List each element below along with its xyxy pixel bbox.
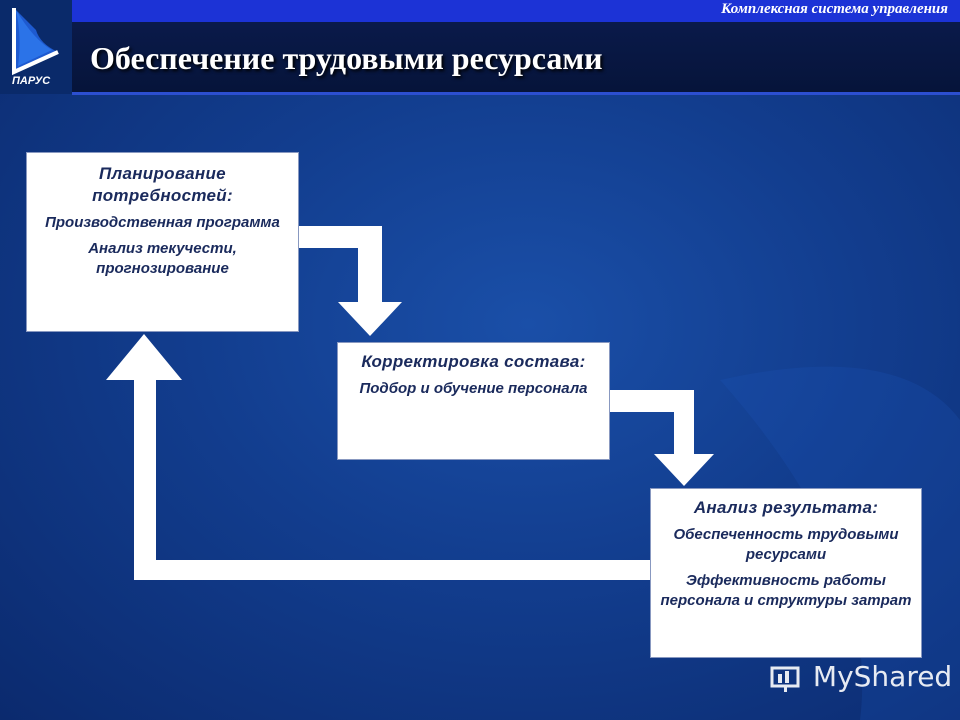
arrow-planning-to-correction — [299, 226, 402, 336]
planning-item: Анализ текучести, прогнозирование — [88, 240, 237, 277]
planning-item: Производственная программа — [45, 214, 280, 231]
analysis-item: Эффективность работы персонала и структу… — [660, 572, 912, 609]
arrow-correction-to-analysis — [610, 390, 714, 486]
correction-box: Корректировка состава: Подбор и обучение… — [337, 342, 610, 460]
correction-heading: Корректировка состава: — [361, 352, 586, 371]
presentation-icon — [770, 666, 800, 692]
sail-logo-icon: ПАРУС — [0, 0, 72, 94]
arrow-analysis-to-planning — [134, 560, 650, 580]
arrow-return-up — [106, 334, 182, 580]
watermark: MyShared — [770, 660, 952, 694]
parus-logo: ПАРУС — [0, 0, 72, 94]
page-title: Обеспечение трудовыми ресурсами — [90, 40, 603, 76]
analysis-item: Обеспеченность трудовыми ресурсами — [673, 526, 899, 563]
correction-item: Подбор и обучение персонала — [359, 380, 588, 397]
system-label: Комплексная система управления — [721, 1, 948, 17]
analysis-box: Анализ результата: Обеспеченность трудов… — [650, 488, 922, 658]
logo-text: ПАРУС — [12, 75, 51, 87]
planning-box: Планирование потребностей: Производствен… — [26, 152, 299, 332]
planning-heading: Планирование потребностей: — [92, 164, 233, 205]
title-bar: Обеспечение трудовыми ресурсами — [72, 22, 960, 95]
analysis-heading: Анализ результата: — [693, 498, 879, 517]
watermark-text: MyShared — [812, 660, 953, 693]
top-bar: Комплексная система управления — [72, 0, 960, 22]
